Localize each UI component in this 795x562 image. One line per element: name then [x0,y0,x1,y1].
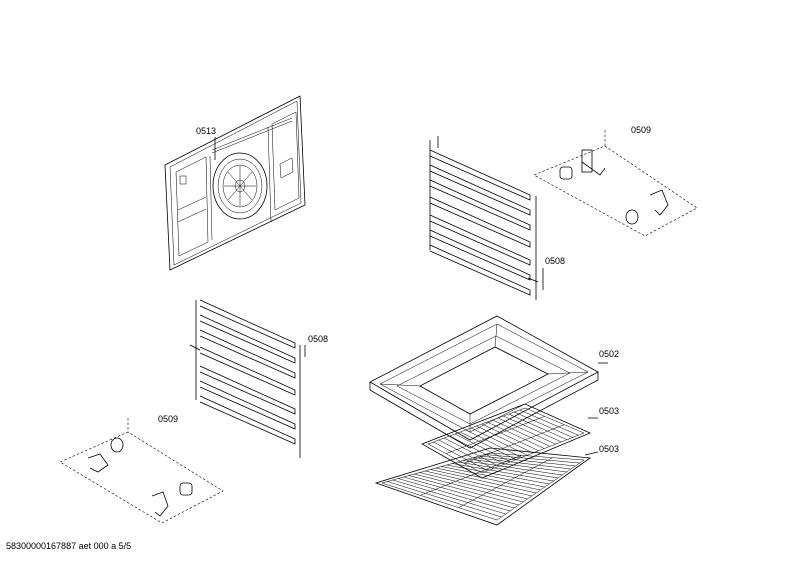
back-panel-drawing [164,95,306,271]
document-reference: 58300000167887 aet 000 a 5/5 [6,541,132,551]
rails-right-label: 0508 [545,256,565,266]
clips-left-label: 0509 [158,414,178,424]
tray-label: 0502 [599,349,619,359]
rails-left-label: 0508 [308,334,328,344]
rack-lower-drawing [374,447,592,526]
clips-left-drawing [59,418,224,524]
back-panel-label: 0513 [196,126,216,136]
rack-upper-label: 0503 [599,406,619,416]
rack-lower-label: 0503 [599,444,619,454]
tray-drawing [369,315,599,449]
clips-right-drawing [533,130,698,237]
fan-icon [212,152,268,220]
clips-right-label: 0509 [631,125,651,135]
rails-right-drawing [429,136,539,300]
rails-left-drawing [189,299,301,458]
